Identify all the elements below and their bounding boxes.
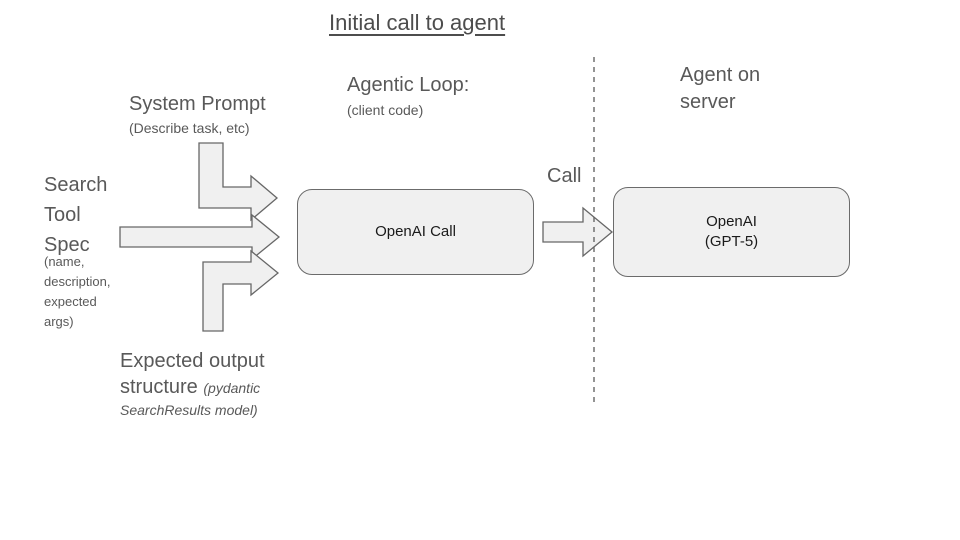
search-tool-spec-line-2: Tool — [44, 204, 81, 226]
openai-gpt5-box[interactable]: OpenAI (GPT-5) — [613, 187, 850, 277]
agentic-loop-label: Agentic Loop: — [347, 74, 470, 96]
system-prompt-arrow — [198, 142, 279, 222]
expected-output-pydantic-word: (pydantic — [203, 380, 261, 396]
search-tool-detail-3: expected — [44, 294, 97, 309]
search-tool-spec-details: (name, description, expected args) — [44, 252, 134, 332]
search-tool-detail-2: description, — [44, 274, 111, 289]
search-tool-spec-line-3: Spec — [44, 234, 90, 256]
agentic-loop-sublabel: (client code) — [347, 102, 424, 118]
call-arrow — [542, 206, 614, 258]
expected-output-structure-word: structure — [120, 376, 198, 398]
expected-output-line-3: SearchResults model) — [120, 402, 258, 418]
expected-output-structure-label: Expected output structure (pydantic Sear… — [120, 348, 310, 420]
openai-gpt5-box-line-1: OpenAI — [706, 213, 757, 230]
search-tool-detail-1: (name, — [44, 254, 85, 269]
page-title: Initial call to agent — [329, 10, 506, 35]
system-prompt-sublabel: (Describe task, etc) — [129, 120, 250, 136]
search-tool-spec-label: Search Tool Spec — [44, 170, 107, 260]
call-arrow-label: Call — [547, 165, 582, 187]
openai-call-box[interactable]: OpenAI Call — [297, 189, 534, 275]
search-tool-detail-4: args) — [44, 314, 74, 329]
expected-output-line-2: structure (pydantic — [120, 374, 310, 401]
agent-on-server-line-1: Agent on — [680, 64, 761, 86]
expected-output-line-1: Expected output — [120, 350, 265, 372]
search-tool-spec-arrow — [119, 213, 281, 261]
expected-output-arrow — [202, 249, 280, 332]
openai-call-box-label: OpenAI Call — [375, 223, 456, 240]
agent-on-server-label: Agent on server — [680, 62, 760, 116]
agent-on-server-line-2: server — [680, 91, 736, 113]
system-prompt-label: System Prompt — [129, 93, 266, 115]
search-tool-spec-line-1: Search — [44, 174, 108, 196]
openai-gpt5-box-line-2: (GPT-5) — [704, 233, 759, 250]
